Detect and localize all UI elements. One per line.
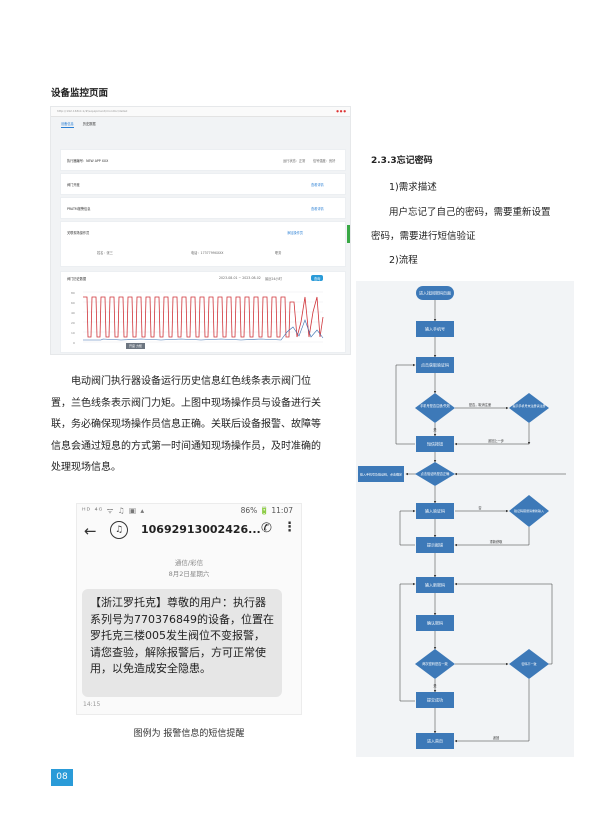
status-icons: ᴴᴰ ⁴ᴳ ᯤ ♫ ▣ ▴ (82, 506, 146, 515)
sender-number: 10692913002426... (141, 523, 261, 536)
date-range[interactable]: 2023-08-01 ~ 2023-08-02 (219, 276, 261, 280)
message-time: 14:15 (83, 701, 101, 708)
status-bar: ᴴᴰ ⁴ᴳ ᯤ ♫ ▣ ▴ 86% 🔋 11:07 (77, 504, 301, 516)
message-category: 通信/彩信 (174, 559, 204, 567)
svg-text:0: 0 (73, 341, 75, 345)
valve-position-line (83, 296, 324, 338)
flow-label-yes3: 是 (433, 683, 437, 688)
section-2-3-3-title: 2.3.3忘记密码 (371, 156, 433, 166)
flow-check-registered: 手机号是否注册/失效 (420, 403, 451, 408)
phone-icon[interactable]: ✆ (261, 521, 272, 536)
card-operator: 关联现场操作员 添加操作员 姓名：张三 电话：1737799XXXX 职务 (60, 221, 346, 267)
flow-end: 进入首页 (427, 738, 443, 744)
valve-detail-link[interactable]: 查看详情 (311, 183, 324, 187)
flow-input-phone: 输入手机号 (425, 326, 445, 332)
flow-input-code: 输入验证码 (425, 508, 445, 514)
svg-text:20: 20 (71, 321, 75, 325)
more-icon[interactable]: ⋮ (283, 520, 296, 535)
svg-text:60: 60 (71, 301, 75, 305)
message-bubble: 【浙江罗托克】尊敬的用户：执行器系列号为770376849的设备，位置在罗托克三… (82, 589, 282, 697)
flow-start: 进入找回密码页面 (419, 290, 451, 296)
flow-label-no2: 否 (478, 506, 482, 510)
section-heading: 设备监控页面 (51, 88, 109, 99)
query-button[interactable]: 查询 (311, 275, 324, 281)
chart-title: 阀门历史数据 (67, 277, 87, 281)
card-device: 执行器编号：NEW APP XXX 运行状态：正常 信号强度：良好 (60, 149, 346, 171)
flow-confirm-password: 确认密码 (427, 620, 443, 626)
flow-error-tip: 提示报错 (427, 542, 443, 548)
operator-role: 职务 (275, 251, 282, 255)
side-tab[interactable] (347, 225, 350, 243)
sms-screenshot: ᴴᴰ ⁴ᴳ ᯤ ♫ ▣ ▴ 86% 🔋 11:07 ← ♫ 1069291300… (76, 503, 302, 715)
flow-left-note: 输入手机号及验证码，点击确定 (360, 472, 402, 477)
item-flow: 2)流程 (389, 255, 418, 266)
card-alarm: PRATM报警信息 查看详情 (60, 197, 346, 219)
flow-label-msg1: 是否，取消注册 (469, 402, 492, 407)
alarm-detail-link[interactable]: 查看详情 (311, 207, 324, 211)
bell-icon[interactable]: ♫ (110, 521, 128, 539)
flow-label-retry: 重新获取 (490, 539, 504, 544)
page-number: 08 (51, 769, 73, 786)
flowchart-svg: 进入找回密码页面 输入手机号 点击获取验证码 手机号是否注册/失效 提示手机号未… (358, 286, 566, 749)
description-paragraph: 电动阀门执行器设备运行历史信息红色线条表示阀门位置，兰色线条表示阀门力矩。上图中… (51, 376, 321, 473)
flow-label-yes1: 是 (433, 427, 437, 432)
flow-mismatch: 密码不一致 (521, 661, 536, 666)
monitor-screenshot: http://192.168.0.1/#/equipment/monitor/d… (50, 106, 351, 355)
flow-check-match: 两次密码是否一致 (422, 661, 448, 666)
sms-header: ← ♫ 10692913002426... ✆ ⋮ (77, 518, 301, 542)
item-requirement: 1)需求描述 (389, 182, 437, 193)
svg-text:10: 10 (71, 331, 75, 335)
legend-chip: 开度 力矩 (126, 343, 145, 349)
browser-icons: ● ● ● (336, 109, 346, 113)
add-operator-link[interactable]: 添加操作员 (287, 231, 303, 235)
operator-name: 姓名：张三 (97, 251, 113, 255)
flow-label-back1: 返回上一步 (488, 438, 504, 443)
valve-torque-line (83, 319, 324, 341)
back-arrow-icon[interactable]: ← (84, 522, 97, 540)
run-status: 运行状态：正常 (283, 159, 306, 163)
card-history-chart: 阀门历史数据 2023-08-01 ~ 2023-08-02 最近24小时 查询… (60, 271, 346, 353)
flow-check-code: 点击验证码是否正确 (421, 471, 450, 476)
description-line-1: 用户忘记了自己的密码，需要重新设置 (389, 207, 551, 218)
flow-not-registered: 提示手机号未注册请注册 (512, 403, 545, 408)
flow-label-loop: 返回 (493, 735, 499, 740)
operator-label: 关联现场操作员 (67, 231, 90, 235)
recent-range[interactable]: 最近24小时 (265, 277, 282, 281)
flow-code-error: 验证码错误请重新输入 (514, 508, 544, 513)
flow-sms-button: 短信按钮 (427, 441, 443, 447)
flow-get-code: 点击获取验证码 (421, 362, 449, 368)
tab-history[interactable]: 历史数据 (82, 122, 96, 126)
message-date: 8月2日星期六 (168, 570, 210, 578)
svg-text:40: 40 (71, 311, 75, 315)
url-text: http://192.168.0.1/#/equipment/monitor/d… (57, 109, 128, 113)
alarm-label: PRATM报警信息 (67, 207, 91, 211)
operator-phone: 电话：1737799XXXX (191, 251, 224, 255)
flow-submit-success: 提交成功 (427, 697, 443, 703)
signal-status: 信号强度：良好 (313, 159, 336, 163)
valve-label: 阀门开度 (67, 183, 80, 187)
tab-device-info[interactable]: 设备信息 (61, 122, 74, 128)
history-line-chart: 80 60 40 20 10 0 (71, 291, 324, 345)
browser-bar: http://192.168.0.1/#/equipment/monitor/d… (51, 107, 350, 117)
description-line-2: 密码，需要进行短信验证 (371, 231, 476, 242)
card-valve: 阀门开度 查看详情 (60, 173, 346, 195)
svg-text:80: 80 (71, 291, 75, 295)
sms-caption: 图例为 报警信息的短信提醒 (133, 729, 245, 739)
flow-new-password: 输入新密码 (425, 582, 445, 588)
battery-clock: 86% 🔋 11:07 (240, 506, 293, 515)
device-id-label: 执行器编号：NEW APP XXX (67, 159, 109, 163)
forgot-password-flowchart: 进入找回密码页面 输入手机号 点击获取验证码 手机号是否注册/失效 提示手机号未… (356, 281, 574, 757)
